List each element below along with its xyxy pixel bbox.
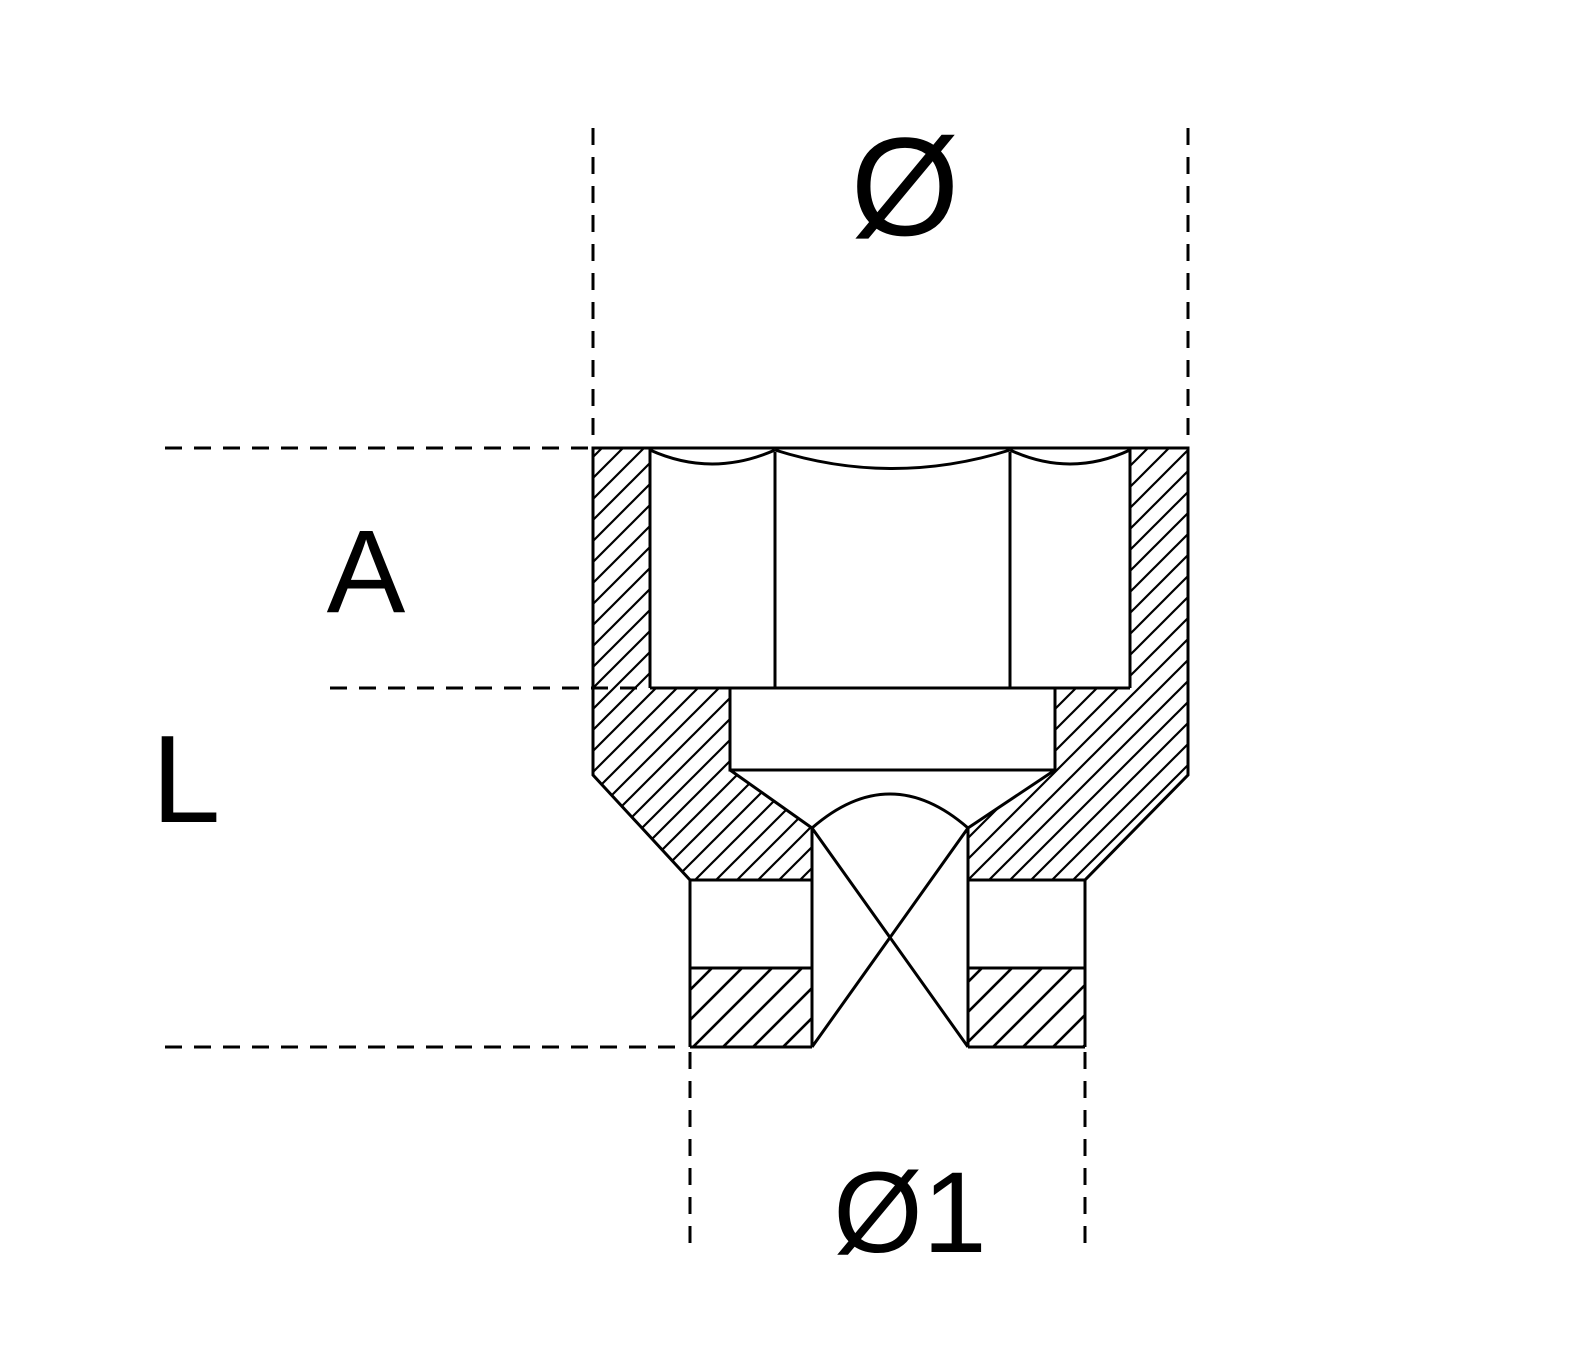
- label-outer-diameter: Ø: [851, 108, 960, 265]
- step-cavity: [728, 688, 1057, 772]
- bottom-left-band-hatch: [690, 968, 812, 1047]
- square-drive-cross: [810, 827, 970, 1048]
- cone-transition-lines: [729, 768, 1056, 830]
- square-drive-walls: [810, 828, 970, 1047]
- hex-cavity-walls: [648, 448, 1132, 690]
- label-drive-end-diameter: Ø1: [833, 1149, 986, 1277]
- label-hex-depth: A: [327, 506, 406, 638]
- outer-profile: [591, 446, 1190, 1047]
- drive-top-arc: [811, 792, 969, 830]
- label-total-length: L: [152, 711, 221, 849]
- bottom-right-band-hatch: [968, 968, 1085, 1047]
- left-wall-section-hatch: [593, 448, 812, 880]
- hex-chamfer-arcs: [649, 448, 1131, 470]
- hex-facet-dividers: [773, 452, 1012, 688]
- right-wall-section-hatch: [968, 448, 1188, 880]
